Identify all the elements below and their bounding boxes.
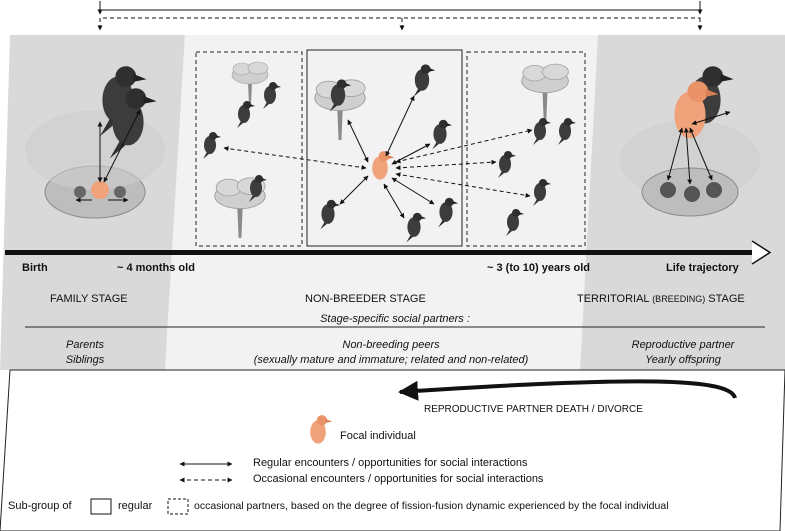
- legend-occasional-text: Occasional encounters / opportunities fo…: [253, 473, 544, 485]
- focal-chick-icon: [91, 181, 109, 199]
- occasional-box-legend: [167, 498, 189, 515]
- non-breeder-partners-line1: Non-breeding peers: [342, 339, 440, 351]
- focal-legend-icon: [310, 415, 333, 444]
- return-arrow: [398, 379, 737, 401]
- territorial-partners-line2: Yearly offspring: [645, 354, 721, 366]
- legend-regular-text: Regular encounters / opportunities for s…: [253, 457, 528, 469]
- family-partners-line1: Parents: [66, 339, 104, 351]
- territorial-stage-title: TERRITORIAL (BREEDING) STAGE: [577, 293, 745, 305]
- territorial-stage-title-paren: (BREEDING): [652, 294, 706, 304]
- partners-heading: Stage-specific social partners :: [320, 313, 470, 325]
- legend-subgroup-prefix: Sub-group of: [8, 500, 72, 512]
- legend-subgroup-regular: regular: [118, 500, 153, 512]
- return-arrow-label: REPRODUCTIVE PARTNER DEATH / DIVORCE: [424, 404, 643, 415]
- three-to-ten-years-label: ~ 3 (to 10) years old: [487, 262, 591, 274]
- non-breeder-stage-panel: [165, 35, 598, 370]
- lower-frame: [0, 369, 785, 531]
- non-breeder-illustration: [203, 61, 576, 243]
- territorial-illustration: [620, 66, 760, 217]
- regular-box-legend: [90, 498, 112, 515]
- legend-subgroup-suffix: occasional partners, based on the degree…: [194, 500, 669, 512]
- top-bracket-arrows: [97, 1, 703, 31]
- four-months-label: ~ 4 months old: [117, 262, 195, 274]
- family-illustration: [25, 66, 165, 219]
- focal-individual-icon: [674, 81, 719, 139]
- legend-focal-text: Focal individual: [340, 430, 416, 442]
- non-breeder-partners-line2: (sexually mature and immature; related a…: [253, 354, 529, 366]
- family-partners-line2: Siblings: [65, 354, 105, 366]
- territorial-stage-title-suffix: STAGE: [708, 293, 745, 305]
- birth-label: Birth: [22, 262, 48, 274]
- territorial-partners-line1: Reproductive partner: [631, 339, 735, 351]
- life-trajectory-arrow: [5, 240, 772, 265]
- life-trajectory-label: Life trajectory: [666, 262, 739, 274]
- family-stage-title: FAMILY STAGE: [50, 293, 128, 305]
- non-breeder-stage-title: NON-BREEDER STAGE: [305, 293, 426, 305]
- territorial-stage-title-prefix: TERRITORIAL: [577, 293, 650, 305]
